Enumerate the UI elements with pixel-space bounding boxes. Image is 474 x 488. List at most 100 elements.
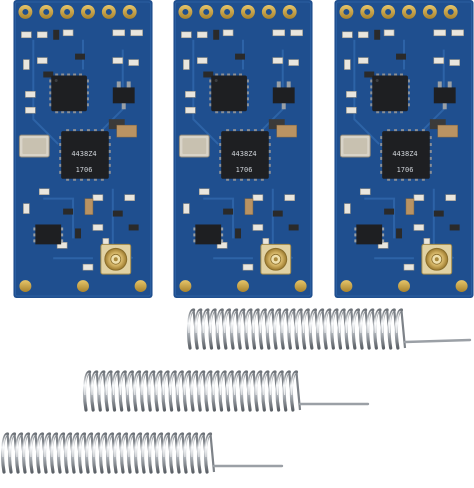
coil-highlight bbox=[277, 372, 282, 396]
coil-highlight bbox=[142, 434, 147, 458]
chip-marking: 1706 bbox=[76, 166, 93, 174]
coil-highlight bbox=[72, 434, 77, 458]
chip-marking: 4438Z4 bbox=[71, 150, 96, 158]
coil-highlight bbox=[177, 434, 182, 458]
chip-marking: 1706 bbox=[236, 166, 253, 174]
chip-marking: 4438Z4 bbox=[392, 150, 417, 158]
coil-highlight bbox=[135, 434, 140, 458]
coil-highlight bbox=[381, 310, 387, 334]
coil-highlight bbox=[241, 372, 246, 396]
coil-highlight bbox=[188, 310, 193, 334]
coil-highlight bbox=[163, 434, 168, 458]
coil-highlight bbox=[198, 434, 203, 458]
coil-highlight bbox=[134, 372, 139, 396]
chip-marking: 1706 bbox=[397, 166, 414, 174]
coil-highlight bbox=[170, 434, 175, 458]
coil-highlight bbox=[209, 310, 215, 334]
coil-highlight bbox=[295, 310, 301, 334]
coil-highlight bbox=[37, 434, 42, 458]
coil-highlight bbox=[367, 310, 373, 334]
coil-highlight bbox=[191, 434, 196, 458]
coil-highlight bbox=[234, 372, 239, 396]
coil-highlight bbox=[112, 372, 118, 396]
coil-highlight bbox=[217, 310, 222, 334]
coil-highlight bbox=[205, 372, 211, 396]
coil-highlight bbox=[114, 434, 119, 458]
coil-highlight bbox=[202, 310, 208, 334]
coil-highlight bbox=[227, 372, 232, 396]
coil-highlight bbox=[170, 372, 175, 396]
coil-highlight bbox=[100, 434, 105, 458]
coil-highlight bbox=[177, 372, 182, 396]
coil-highlight bbox=[310, 310, 315, 334]
coil-highlight bbox=[260, 310, 265, 334]
coil-highlight bbox=[288, 310, 294, 334]
coil-highlight bbox=[191, 372, 196, 396]
coil-highlight bbox=[9, 434, 14, 458]
coil-highlight bbox=[148, 372, 154, 396]
coil-highlight bbox=[155, 372, 161, 396]
coil-highlight bbox=[141, 372, 146, 396]
coil-highlight bbox=[303, 310, 308, 334]
coil-highlight bbox=[198, 372, 203, 396]
coil-highlight bbox=[86, 434, 91, 458]
coil-highlight bbox=[255, 372, 261, 396]
coil-highlight bbox=[184, 372, 189, 396]
coil-highlight bbox=[231, 310, 236, 334]
coil-highlight bbox=[224, 310, 229, 334]
coil-highlight bbox=[317, 310, 322, 334]
coil-highlight bbox=[2, 434, 7, 458]
coil-highlight bbox=[23, 434, 28, 458]
coil-highlight bbox=[338, 310, 344, 334]
coil-highlight bbox=[360, 310, 365, 334]
spring-antenna bbox=[1, 432, 284, 474]
coil-highlight bbox=[128, 434, 133, 458]
coil-highlight bbox=[65, 434, 70, 458]
coil-highlight bbox=[396, 310, 401, 334]
coil-highlight bbox=[262, 372, 268, 396]
coil-highlight bbox=[105, 372, 111, 396]
transceiver-module: 4438Z4 1706 bbox=[333, 0, 474, 298]
coil-highlight bbox=[324, 310, 330, 334]
coil-highlight bbox=[44, 434, 49, 458]
coil-highlight bbox=[98, 372, 104, 396]
coil-highlight bbox=[274, 310, 279, 334]
coil-highlight bbox=[30, 434, 35, 458]
chip-marking: 4438Z4 bbox=[231, 150, 256, 158]
coil-highlight bbox=[156, 434, 161, 458]
transceiver-module: 4438Z4 1706 bbox=[12, 0, 154, 298]
coil-highlight bbox=[79, 434, 84, 458]
coil-highlight bbox=[219, 372, 225, 396]
coil-highlight bbox=[84, 372, 89, 396]
coil-highlight bbox=[16, 434, 21, 458]
coil-highlight bbox=[162, 372, 168, 396]
coil-highlight bbox=[291, 372, 296, 396]
coil-highlight bbox=[149, 434, 154, 458]
coil-highlight bbox=[205, 434, 210, 458]
spring-antenna bbox=[82, 370, 370, 412]
transceiver-module: 4438Z4 1706 bbox=[172, 0, 314, 298]
coil-highlight bbox=[120, 372, 125, 396]
coil-highlight bbox=[269, 372, 275, 396]
coil-highlight bbox=[212, 372, 218, 396]
coil-highlight bbox=[195, 310, 201, 334]
coil-highlight bbox=[389, 310, 394, 334]
coil-highlight bbox=[252, 310, 258, 334]
spring-antenna bbox=[186, 308, 472, 350]
coil-highlight bbox=[245, 310, 251, 334]
coil-highlight bbox=[51, 434, 56, 458]
coil-highlight bbox=[248, 372, 253, 396]
coil-highlight bbox=[346, 310, 351, 334]
coil-highlight bbox=[127, 372, 132, 396]
coil-highlight bbox=[93, 434, 98, 458]
antenna-lead-wire bbox=[403, 338, 472, 344]
coil-highlight bbox=[374, 310, 380, 334]
coil-highlight bbox=[238, 310, 244, 334]
coil-highlight bbox=[121, 434, 126, 458]
coil-highlight bbox=[284, 372, 289, 396]
coil-highlight bbox=[107, 434, 112, 458]
coil-highlight bbox=[267, 310, 272, 334]
coil-highlight bbox=[58, 434, 63, 458]
coil-highlight bbox=[353, 310, 358, 334]
